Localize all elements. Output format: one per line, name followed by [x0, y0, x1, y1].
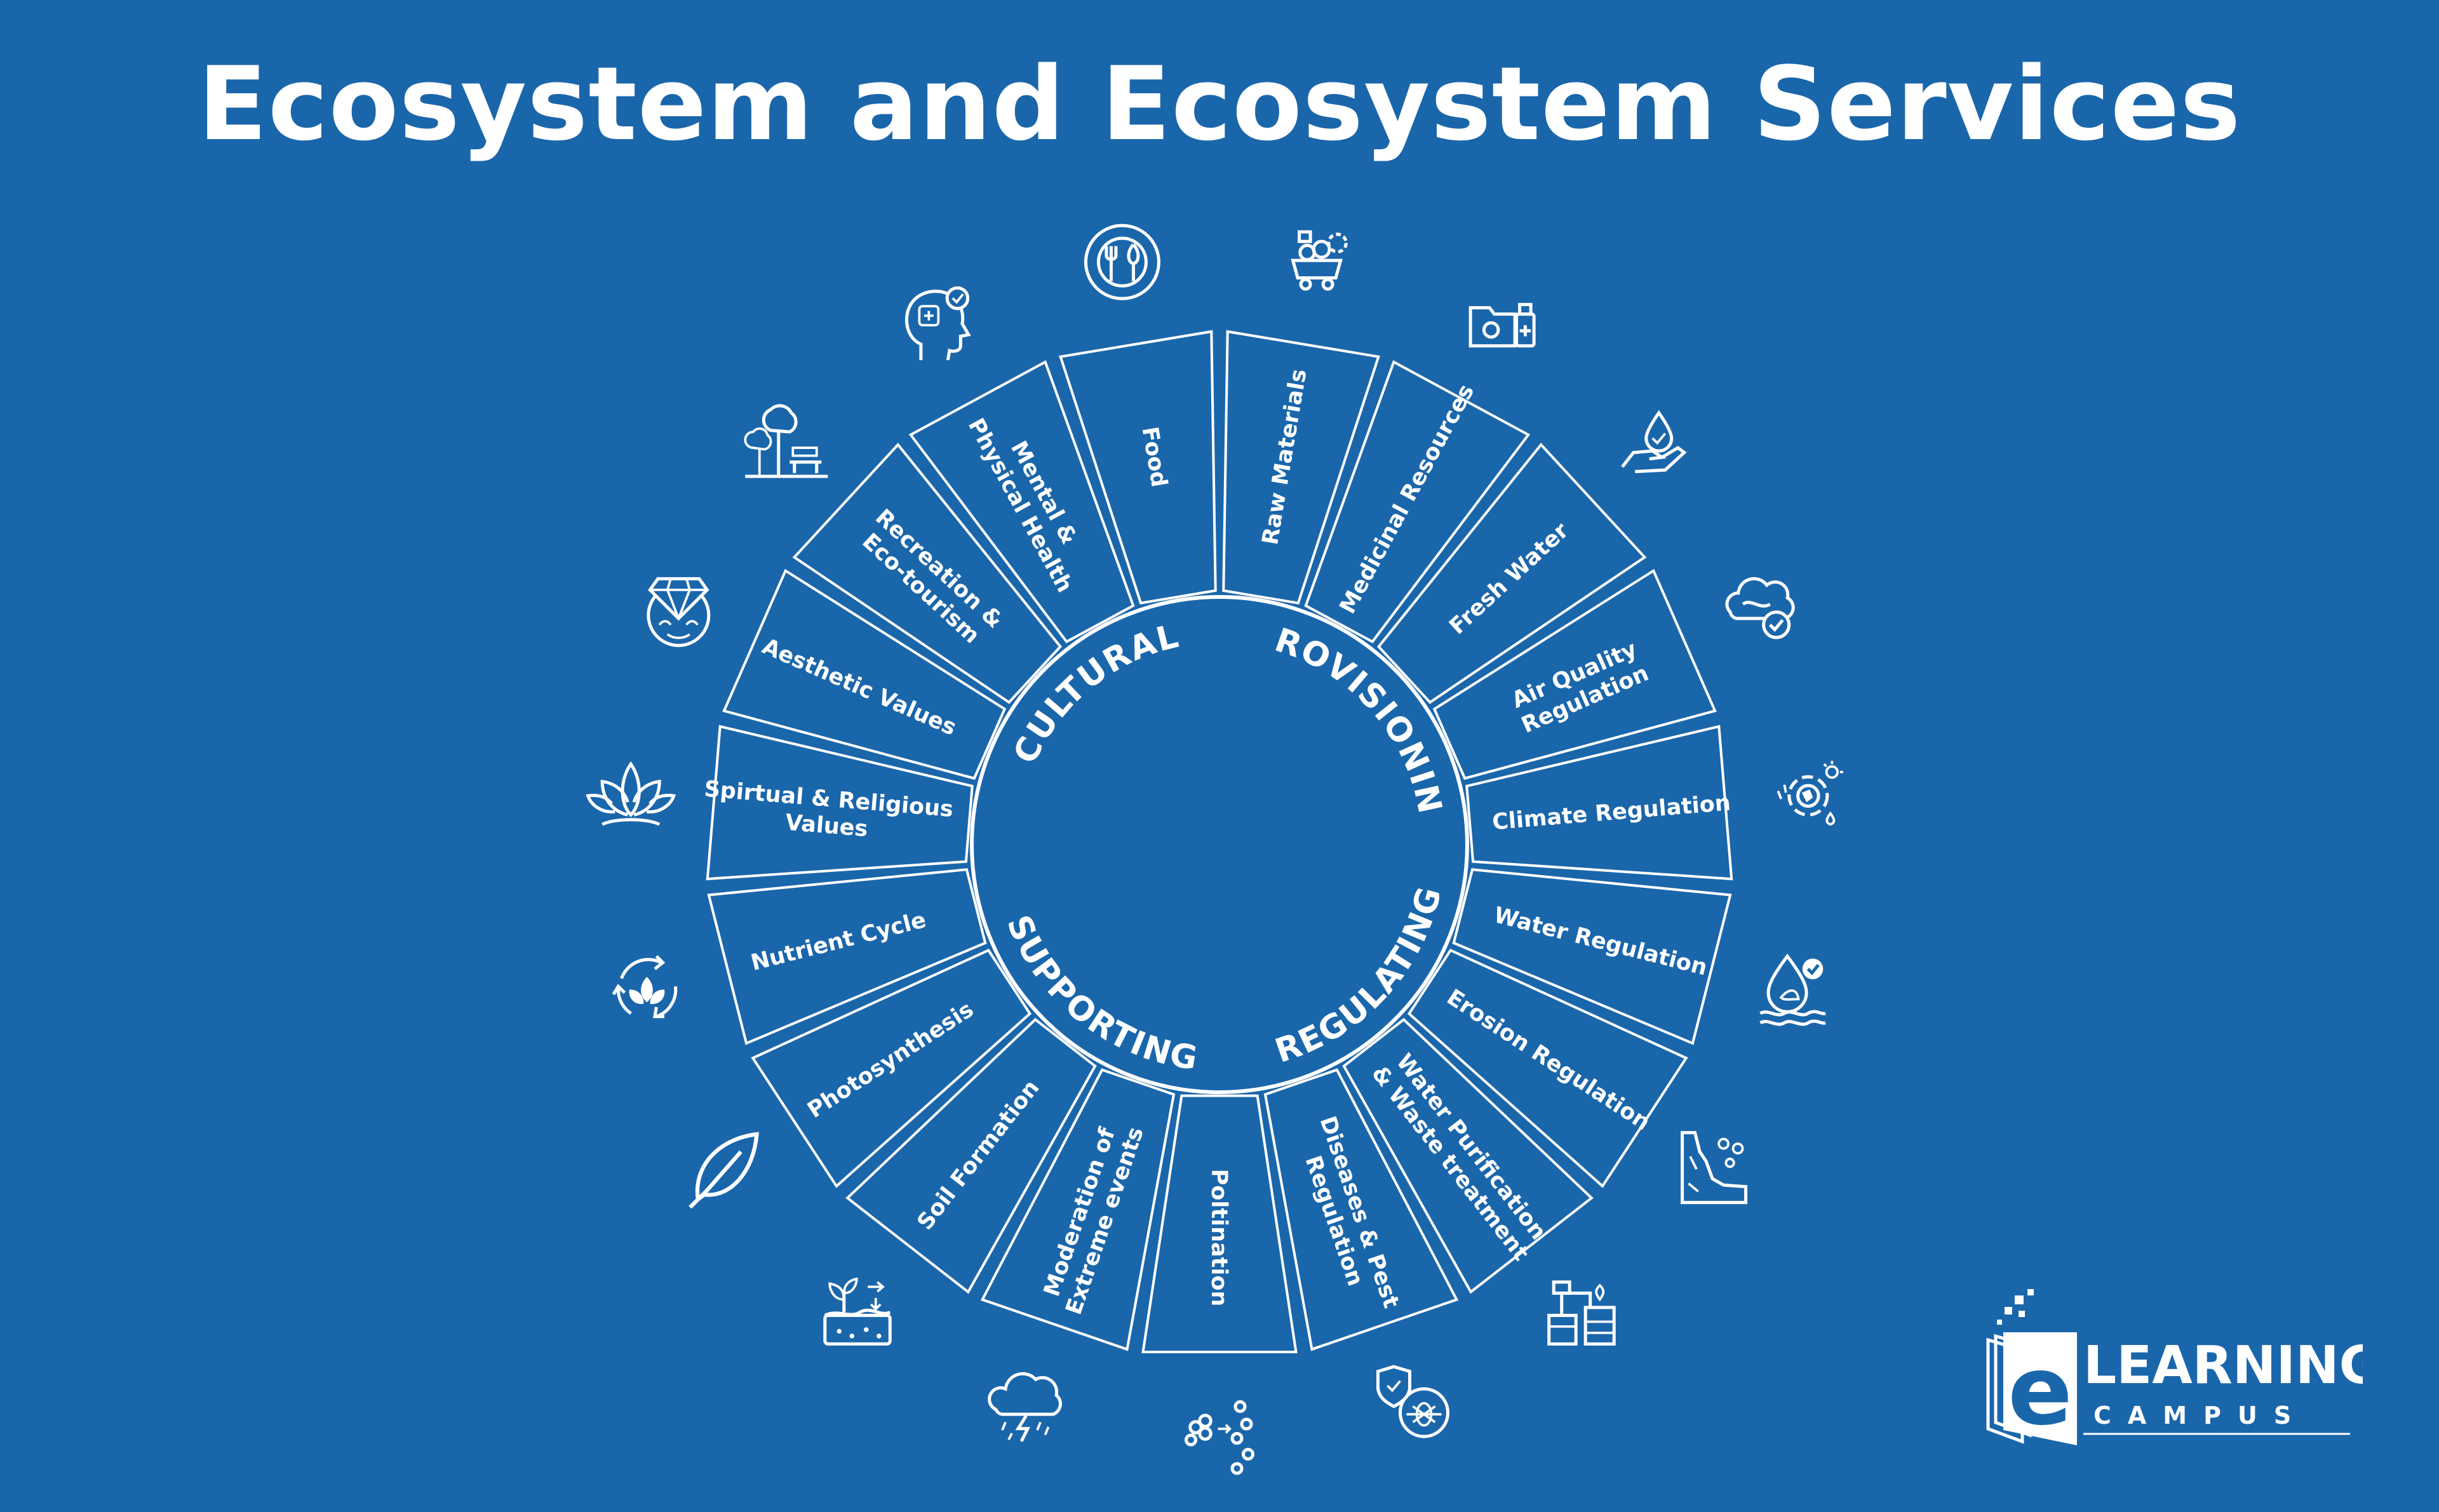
service-label-line: Photosynthesis: [803, 997, 979, 1123]
service-segment: [1222, 330, 1380, 605]
service-label-line: Food: [1137, 425, 1172, 489]
park-bench-tree-icon: [745, 406, 828, 476]
service-label: Food: [1137, 425, 1172, 489]
cloud-check-icon: [1727, 579, 1793, 638]
category-label-path: REGULATING: [1270, 882, 1448, 1071]
service-label-line: Climate Regulation: [1491, 790, 1731, 835]
category-label-path: PROVISIONING: [0, 0, 1448, 818]
service-label-line: Water Regulation: [1491, 902, 1710, 980]
service-segment: [1304, 360, 1531, 644]
plant-soil-icon: [825, 1279, 890, 1344]
service-label: Photosynthesis: [803, 997, 979, 1123]
service-label: Mental &Physical Health: [963, 401, 1101, 596]
service-label-line: Nutrient Cycle: [748, 907, 929, 976]
service-label: Air QualityRegulation: [1507, 636, 1653, 739]
service-label: Nutrient Cycle: [748, 907, 929, 976]
logo-badge: e: [2008, 1336, 2073, 1447]
service-segment: [706, 725, 974, 881]
eroding-cliff-icon: [1683, 1133, 1746, 1203]
recycle-leaf-icon: [614, 956, 676, 1017]
service-label: Erosion Regulation: [1442, 985, 1655, 1136]
service-segment: [1141, 1094, 1298, 1353]
hand-water-drop-icon: [1622, 413, 1684, 472]
service-segment: [908, 360, 1135, 644]
head-health-icon: [906, 288, 968, 360]
service-segment: [722, 568, 1007, 780]
category-label-path: CULTURAL: [1006, 617, 1182, 770]
service-segment: [980, 1068, 1176, 1351]
service-label-line: Medicinal Resources: [1335, 380, 1480, 618]
service-label: Raw Materials: [1258, 367, 1312, 546]
lotus-icon: [588, 764, 674, 824]
water-drop-check-icon: [1761, 956, 1826, 1024]
service-segment: [1263, 1068, 1459, 1351]
service-label-line: & Waste treatment: [1366, 1061, 1533, 1266]
service-segment: [845, 1017, 1097, 1294]
service-label-line: Fresh Water: [1445, 518, 1575, 639]
service-label-line: Erosion Regulation: [1442, 985, 1655, 1136]
logo: e LEARNING CAMPUS: [1982, 1289, 2382, 1454]
service-segment: [1432, 568, 1717, 780]
service-label: Fresh Water: [1445, 518, 1575, 639]
service-label: Water Regulation: [1491, 902, 1710, 980]
storm-cloud-icon: [990, 1374, 1061, 1441]
service-segment: [1452, 868, 1732, 1045]
diamond-face-icon: [648, 579, 709, 645]
service-segment: [1376, 443, 1647, 704]
service-segment: [1342, 1017, 1594, 1294]
inner-circle: [970, 595, 1469, 1094]
service-label-line: Values: [784, 810, 869, 842]
page-title: Ecosystem and Ecosystem Services: [198, 44, 2241, 163]
category-label: CULTURAL: [1006, 617, 1183, 770]
service-label: Poltination: [1206, 1169, 1232, 1307]
category-label: SUPPORTING: [999, 910, 1201, 1078]
service-segment: [707, 868, 987, 1045]
category-label-path: SUPPORTING: [999, 910, 1200, 1078]
service-label-line: Raw Materials: [1258, 367, 1312, 546]
service-label-line: Water Purification: [1391, 1049, 1551, 1245]
category-label: REGULATING: [1270, 882, 1449, 1071]
service-segment: [1465, 725, 1733, 881]
plate-cutlery-icon: [1085, 225, 1159, 298]
shield-bug-icon: [1378, 1367, 1448, 1436]
service-label: Spirtual & ReligiousValues: [701, 777, 955, 849]
medicine-folder-icon: [1470, 305, 1534, 346]
leaf-icon: [690, 1134, 756, 1207]
service-label: Moderation ofExtreme events: [1036, 1115, 1149, 1318]
pollen-icon: [1186, 1402, 1253, 1474]
service-segment: [751, 948, 1032, 1188]
logo-main-text: LEARNING: [2083, 1335, 2363, 1396]
service-segment: [1059, 330, 1217, 605]
mining-cart-icon: [1293, 232, 1347, 289]
category-label: PROVISIONING: [0, 0, 1449, 818]
globe-weather-icon: [1778, 761, 1843, 824]
service-segment: [792, 443, 1063, 704]
service-label-line: Poltination: [1206, 1169, 1232, 1307]
logo-graphic: e LEARNING CAMPUS: [1986, 1289, 2382, 1447]
service-label: Recreation &Eco-tourism: [852, 504, 1007, 653]
service-segment: [1407, 948, 1688, 1188]
water-treatment-plant-icon: [1549, 1282, 1615, 1344]
service-label: Medicinal Resources: [1335, 380, 1480, 618]
logo-sub-text: CAMPUS: [2093, 1402, 2308, 1429]
service-label: Climate Regulation: [1491, 790, 1731, 835]
